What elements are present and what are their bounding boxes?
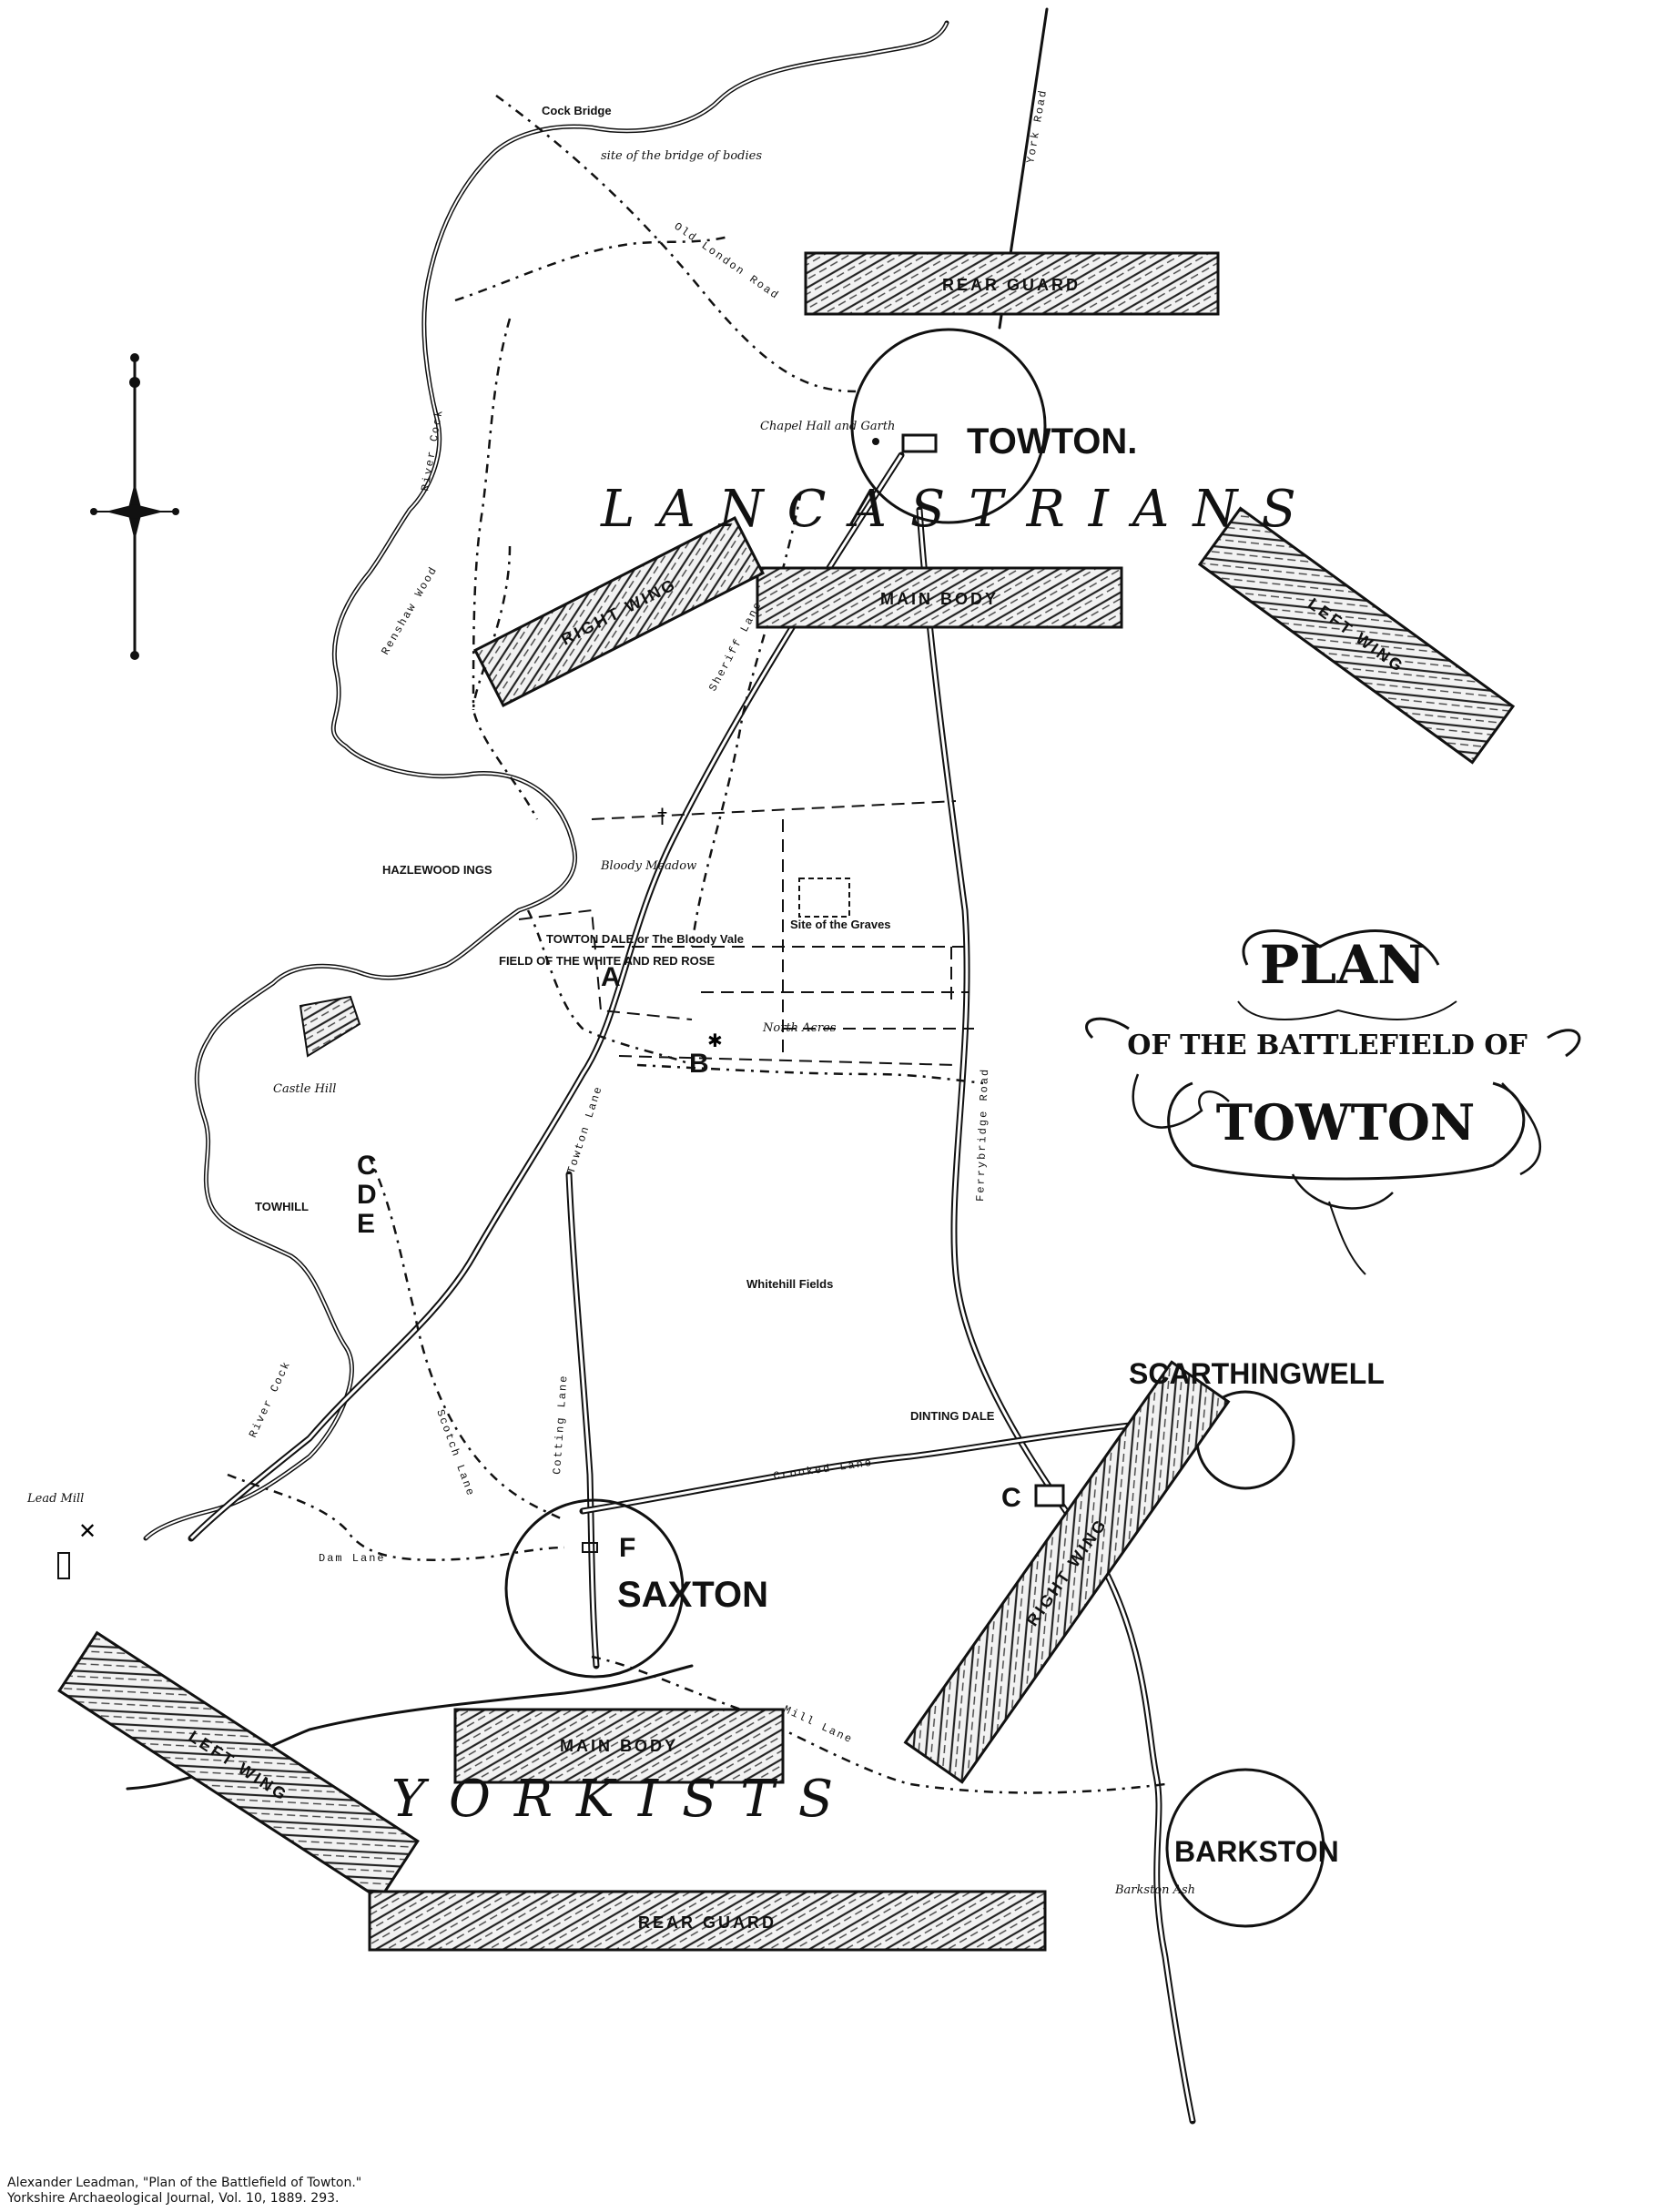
york-main-body-label: MAIN BODY bbox=[560, 1737, 678, 1755]
building-c-icon bbox=[1034, 1484, 1065, 1507]
river-cock bbox=[143, 20, 949, 1541]
lanc-main-body-label: MAIN BODY bbox=[880, 590, 999, 608]
towton-hall-icon bbox=[872, 438, 879, 445]
field-boundaries bbox=[518, 800, 974, 1066]
title-towton: TOWTON bbox=[1216, 1093, 1475, 1152]
b-cross-icon: ✱ bbox=[707, 1030, 723, 1051]
chapel-hall-label: Chapel Hall and Garth bbox=[760, 420, 895, 433]
dintingdale-label: DINTING DALE bbox=[910, 1409, 995, 1423]
north-acres-label: North Acres bbox=[762, 1021, 837, 1035]
cotting-lane bbox=[565, 1171, 600, 1669]
saxton-label: SAXTON bbox=[617, 1575, 768, 1615]
crooked-lane-label: Crooked Lane bbox=[773, 1456, 874, 1483]
sheriff-lane-label: Sheriff Lane bbox=[706, 599, 765, 694]
bloody-meadow-label: Bloody Meadow bbox=[600, 859, 696, 873]
mill-lane-label: Mill Lane bbox=[781, 1703, 855, 1747]
ferrybridge-road-label: Ferrybridge Road bbox=[974, 1068, 991, 1202]
marker-d: D bbox=[357, 1180, 377, 1210]
map-title-cartouche: PLAN OF THE BATTLEFIELD OF TOWTON bbox=[1085, 929, 1581, 1275]
old-london-road-label: Old London Road bbox=[672, 220, 782, 303]
towton-label: TOWTON. bbox=[967, 421, 1137, 462]
barkston-ash-label: Barkston Ash bbox=[1114, 1883, 1195, 1897]
lead-mill-icon bbox=[57, 1552, 70, 1579]
graves-label: Site of the Graves bbox=[790, 918, 891, 931]
barkston-circle bbox=[1165, 1768, 1325, 1928]
cock-bridge-label: Cock Bridge bbox=[542, 104, 612, 117]
crooked-lane bbox=[579, 1415, 1205, 1515]
towhill-label: TOWHILL bbox=[255, 1200, 309, 1213]
marker-e: E bbox=[357, 1209, 375, 1239]
haziewood-ings-label: HAZLEWOOD INGS bbox=[382, 863, 492, 877]
marker-f: F bbox=[619, 1533, 635, 1563]
caption-line-2: Yorkshire Archaeological Journal, Vol. 1… bbox=[7, 2191, 340, 2206]
marker-b: B bbox=[689, 1049, 709, 1079]
marker-c-scarthingwell: C bbox=[1001, 1483, 1021, 1513]
source-caption: Alexander Leadman, "Plan of the Battlefi… bbox=[7, 2176, 361, 2207]
scarthingwell-label: SCARTHINGWELL bbox=[1129, 1357, 1385, 1390]
compass-rose-icon bbox=[90, 353, 179, 660]
scotch-lane-label: Scotch Lane bbox=[433, 1408, 477, 1499]
lancastrians-label: LANCASTRIANS bbox=[600, 480, 1320, 539]
old-london-road bbox=[495, 94, 857, 393]
dam-lane-label: Dam Lane bbox=[319, 1552, 386, 1565]
river-cock-label: River Cock bbox=[247, 1358, 294, 1439]
york-rear-guard-block: REAR GUARD bbox=[368, 1890, 1047, 1952]
towton-church-icon bbox=[901, 433, 938, 453]
york-rear-guard-label: REAR GUARD bbox=[638, 1913, 777, 1932]
cotting-lane-label: Cotting Lane bbox=[551, 1374, 571, 1475]
castle-hill-marker bbox=[299, 995, 361, 1058]
lanc-left-wing-block: LEFT WING bbox=[1197, 506, 1516, 765]
yorkists-label: YORKISTS bbox=[391, 1770, 857, 1829]
river-cock-north-label: River Cock bbox=[419, 408, 446, 492]
york-main-body-block: MAIN BODY bbox=[453, 1708, 785, 1784]
title-of-battlefield: OF THE BATTLEFIELD OF bbox=[1127, 1030, 1528, 1061]
dacre-cross-icon: † bbox=[657, 806, 667, 828]
marker-a: A bbox=[601, 962, 621, 992]
whitehill-fields-label: Whitehill Fields bbox=[746, 1277, 833, 1291]
saxton-circle bbox=[504, 1498, 685, 1679]
lanc-main-body-block: MAIN BODY bbox=[756, 566, 1123, 629]
towton-dale-label: TOWTON DALE or The Bloody Vale bbox=[546, 932, 744, 946]
barkston-label: BARKSTON bbox=[1174, 1835, 1339, 1868]
york-right-wing-block: RIGHT WING bbox=[903, 1360, 1231, 1784]
bridge-note-label: site of the bridge of bodies bbox=[601, 149, 762, 163]
lanc-rear-guard-label: REAR GUARD bbox=[942, 276, 1081, 294]
caption-line-1: Alexander Leadman, "Plan of the Battlefi… bbox=[7, 2176, 362, 2190]
lanc-rear-guard-block: REAR GUARD bbox=[804, 251, 1220, 316]
towton-circle bbox=[850, 328, 1047, 524]
lead-mill-cross-icon: ✕ bbox=[78, 1518, 96, 1544]
castle-hill-label: Castle Hill bbox=[273, 1082, 336, 1096]
renshaw-wood-label: Renshaw Wood bbox=[379, 563, 440, 657]
ferrybridge-road bbox=[916, 506, 1196, 2125]
marker-c: C bbox=[357, 1151, 377, 1181]
lead-mill-label: Lead Mill bbox=[26, 1492, 84, 1506]
title-plan: PLAN bbox=[1260, 934, 1426, 996]
field-white-red-label: FIELD OF THE WHITE AND RED ROSE bbox=[499, 954, 715, 968]
york-left-wing-block: LEFT WING bbox=[57, 1630, 420, 1902]
saxton-church-icon bbox=[582, 1542, 598, 1553]
